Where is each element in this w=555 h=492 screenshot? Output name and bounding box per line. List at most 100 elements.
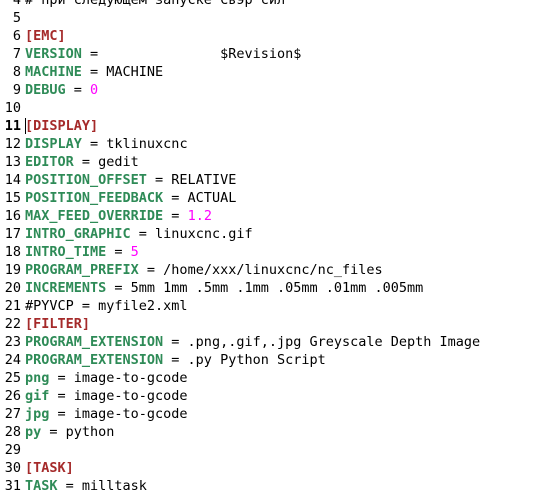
line-number: 22 [4,316,21,332]
config-key: DISPLAY [25,136,82,152]
config-key: py [25,424,42,440]
config-key: MACHINE [25,64,82,80]
line-content: py = python [25,423,114,441]
section-header: [EMC] [25,28,66,44]
code-line[interactable]: 6[EMC] [0,27,555,45]
line-number: 17 [4,226,21,242]
code-line[interactable]: 21#PYVCP = myfile2.xml [0,297,555,315]
line-number: 4 [12,0,21,8]
line-content: PROGRAM_EXTENSION = .png,.gif,.jpg Greys… [25,333,480,351]
config-key: PROGRAM_EXTENSION [25,352,164,368]
line-number: 26 [4,388,21,404]
line-content: DISPLAY = tklinuxcnc [25,135,188,153]
config-text: = $Revision$ [81,46,302,62]
line-number: 15 [4,190,21,206]
section-header: [DISPLAY] [25,118,99,134]
line-content: INTRO_GRAPHIC = linuxcnc.gif [25,225,253,243]
number-value: 1.2 [187,208,212,224]
config-text: = milltask [57,478,147,492]
line-content: MACHINE = MACHINE [25,63,163,81]
config-key: jpg [25,406,50,422]
config-text: = gedit [73,154,139,170]
line-content: POSITION_FEEDBACK = ACTUAL [25,189,236,207]
line-content: INCREMENTS = 5mm 1mm .5mm .1mm .05mm .01… [25,279,423,297]
config-key: POSITION_OFFSET [25,172,147,188]
line-number: 30 [4,460,21,476]
code-line[interactable]: 4 # при следующем запуске Cвэр сил [0,0,555,9]
config-text: = ACTUAL [163,190,237,206]
line-content: PROGRAM_PREFIX = /home/xxx/linuxcnc/nc_f… [25,261,383,279]
line-number: 10 [4,100,21,116]
line-content: EDITOR = gedit [25,153,139,171]
code-line[interactable]: 22[FILTER] [0,315,555,333]
line-content: POSITION_OFFSET = RELATIVE [25,171,236,189]
line-number: 23 [4,334,21,350]
config-text: = RELATIVE [146,172,237,188]
line-content: png = image-to-gcode [25,369,188,387]
config-text: = python [41,424,115,440]
config-key: png [25,370,50,386]
line-number: 25 [4,370,21,386]
config-key: TASK [25,478,58,492]
code-line[interactable]: 29 [0,441,555,459]
line-number: 20 [4,280,21,296]
line-number: 18 [4,244,21,260]
line-number: 28 [4,424,21,440]
line-content: VERSION = $Revision$ [25,45,301,63]
line-content: #PYVCP = myfile2.xml [25,297,188,315]
line-content: [DISPLAY] [25,117,98,135]
line-content: TASK = milltask [25,477,147,492]
config-key: INTRO_TIME [25,244,107,260]
line-content: MAX_FEED_OVERRIDE = 1.2 [25,207,212,225]
config-text: = image-to-gcode [49,406,188,422]
line-number: 13 [4,154,21,170]
line-number: 11 [4,118,21,134]
line-content: PROGRAM_EXTENSION = .py Python Script [25,351,326,369]
config-text: # при следующем запуске Cвэр сил [25,0,286,8]
config-text: = .py Python Script [163,352,326,368]
line-number: 7 [12,46,21,62]
config-text: = [106,244,131,260]
number-value: 5 [130,244,139,260]
line-content: [EMC] [25,27,66,45]
config-text: = linuxcnc.gif [130,226,253,242]
line-number: 8 [12,64,21,80]
line-content: INTRO_TIME = 5 [25,243,139,261]
code-line[interactable]: 10 [0,99,555,117]
line-number: 12 [4,136,21,152]
config-text: = MACHINE [81,64,164,80]
config-text: = 5mm 1mm .5mm .1mm .05mm .01mm .005mm [106,280,424,296]
config-key: gif [25,388,50,404]
section-header: [FILTER] [25,316,91,332]
code-line[interactable]: 5 [0,9,555,27]
config-key: PROGRAM_PREFIX [25,262,139,278]
number-value: 0 [90,82,99,98]
line-number: 5 [12,10,21,26]
code-line[interactable]: 11[DISPLAY] [0,117,555,135]
config-text: = [65,82,91,98]
line-content: DEBUG = 0 [25,81,98,99]
code-line[interactable]: 30[TASK] [0,459,555,477]
config-text: = image-to-gcode [49,388,188,404]
